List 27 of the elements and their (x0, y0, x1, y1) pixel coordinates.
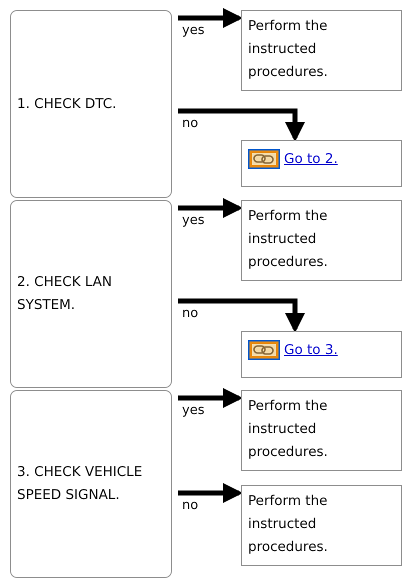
arrow (178, 388, 243, 408)
step-text: 2. CHECK LAN SYSTEM. (17, 273, 114, 315)
link: Go to 3. (284, 341, 338, 359)
result-box (241, 390, 402, 471)
arrow (178, 8, 243, 28)
step-box (10, 200, 172, 388)
result-box (241, 485, 402, 566)
result-box (241, 200, 402, 281)
step-box (10, 390, 172, 578)
arrow (178, 298, 305, 333)
result-box (241, 10, 402, 91)
arrow (178, 198, 243, 218)
arrow (178, 483, 243, 503)
edge-label: yes (180, 24, 206, 38)
step-text: Perform the instructed procedures. (248, 492, 329, 557)
step-box (10, 10, 172, 198)
link-box (241, 331, 402, 378)
edge-label: yes (180, 404, 206, 418)
step-text: Perform the instructed procedures. (248, 397, 329, 462)
link: Go to 2. (284, 150, 338, 168)
arrow (178, 108, 305, 142)
step-text: Perform the instructed procedures. (248, 207, 329, 272)
link-box (241, 140, 402, 187)
edge-label: yes (180, 214, 206, 228)
step-text: 3. CHECK VEHICLE SPEED SIGNAL. (17, 463, 144, 505)
step-text: 1. CHECK DTC. (17, 94, 118, 114)
step-text: Perform the instructed procedures. (248, 17, 329, 82)
